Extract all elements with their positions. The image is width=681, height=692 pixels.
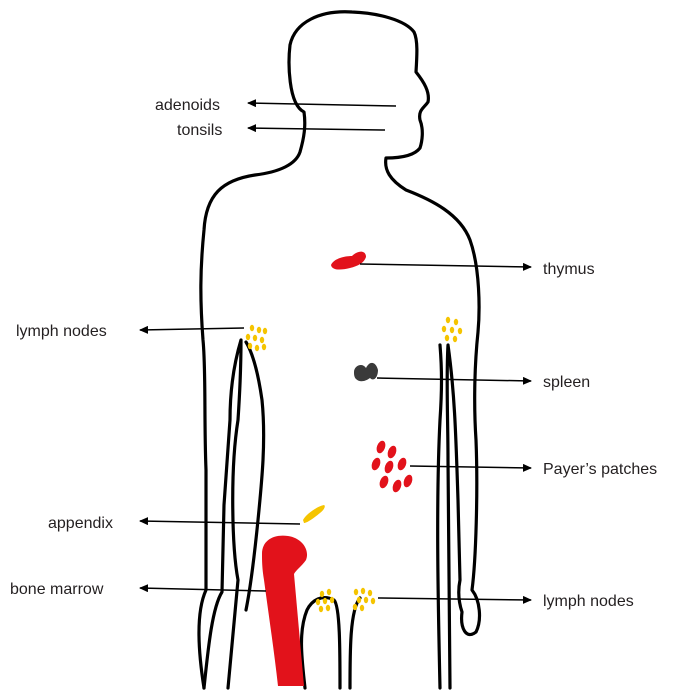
label-bone-marrow: bone marrow: [10, 581, 104, 598]
lymph-nodes-armpit-right: [442, 317, 462, 342]
inner-leg-line: [438, 345, 442, 688]
label-thymus: thymus: [543, 261, 595, 278]
label-tonsils: tonsils: [177, 122, 222, 139]
lymph-nodes-groin-right: [353, 588, 375, 611]
bone-marrow-arrow: [140, 588, 266, 591]
body-outline: [199, 12, 479, 688]
right-arm-outline: [246, 342, 264, 610]
label-spleen: spleen: [543, 374, 590, 391]
leader-arrows: [140, 103, 531, 600]
lymph-nodes-groin-left: [316, 589, 334, 612]
thymus-shape: [331, 252, 366, 270]
payers-patches-arrow: [410, 466, 531, 468]
appendix-arrow: [140, 521, 300, 524]
bone-marrow-shape: [262, 536, 307, 686]
label-payers-patches: Payer’s patches: [543, 461, 657, 478]
appendix-shape: [303, 505, 325, 523]
adenoids-arrow: [248, 103, 396, 106]
lymph-nodes-left-arrow: [140, 328, 244, 330]
payers-patches-shape: [370, 440, 414, 494]
lymph-nodes-armpit-left: [246, 325, 267, 351]
label-appendix: appendix: [48, 515, 113, 532]
thymus-arrow: [360, 264, 531, 267]
lymph-nodes-groin-arrow: [378, 598, 531, 600]
torso-outline: [204, 340, 241, 688]
spleen-arrow: [377, 378, 531, 381]
label-adenoids: adenoids: [155, 97, 220, 114]
spleen-shape: [354, 363, 378, 381]
label-lymph-nodes-left: lymph nodes: [16, 323, 107, 340]
labels: adenoids tonsils thymus lymph nodes sple…: [10, 97, 657, 610]
label-lymph-nodes-groin: lymph nodes: [543, 593, 634, 610]
tonsils-arrow: [248, 128, 385, 130]
inner-thigh-outline: [350, 598, 360, 688]
